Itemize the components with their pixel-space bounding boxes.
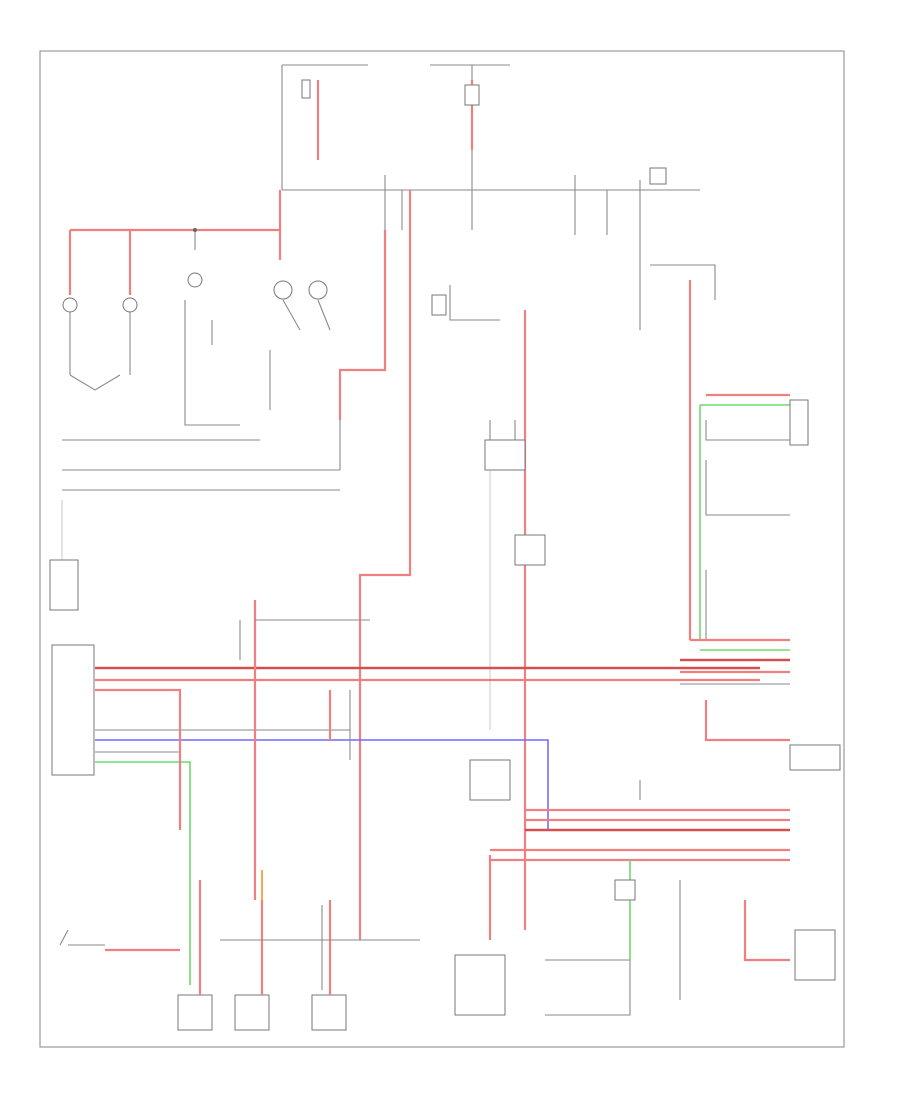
body-ecu	[650, 264, 809, 640]
left-front-door-lock-motor	[177, 994, 213, 1031]
right-rear-door-lock-motor	[794, 929, 836, 981]
engine-control-module	[789, 744, 841, 771]
right-door-switch	[122, 297, 138, 375]
fuse-box-right	[430, 64, 510, 190]
diagram-border	[39, 50, 845, 1048]
bulb-check-relay	[184, 272, 240, 426]
left-connector-block	[49, 559, 79, 611]
interior-light	[269, 280, 331, 410]
wire-band-blue	[95, 739, 549, 830]
combination-meter	[51, 644, 95, 776]
relay-top-right	[649, 167, 667, 185]
left-door-switch	[62, 297, 121, 391]
left-rear-door-lock-motor	[311, 994, 347, 1031]
transponder-key	[545, 860, 636, 1016]
fuse-box-left	[281, 64, 368, 190]
right-front-door-lock-motor	[234, 994, 270, 1031]
lighting-relay	[454, 855, 506, 1016]
wire-band-green	[95, 761, 191, 985]
power-window-control-module	[431, 285, 500, 321]
